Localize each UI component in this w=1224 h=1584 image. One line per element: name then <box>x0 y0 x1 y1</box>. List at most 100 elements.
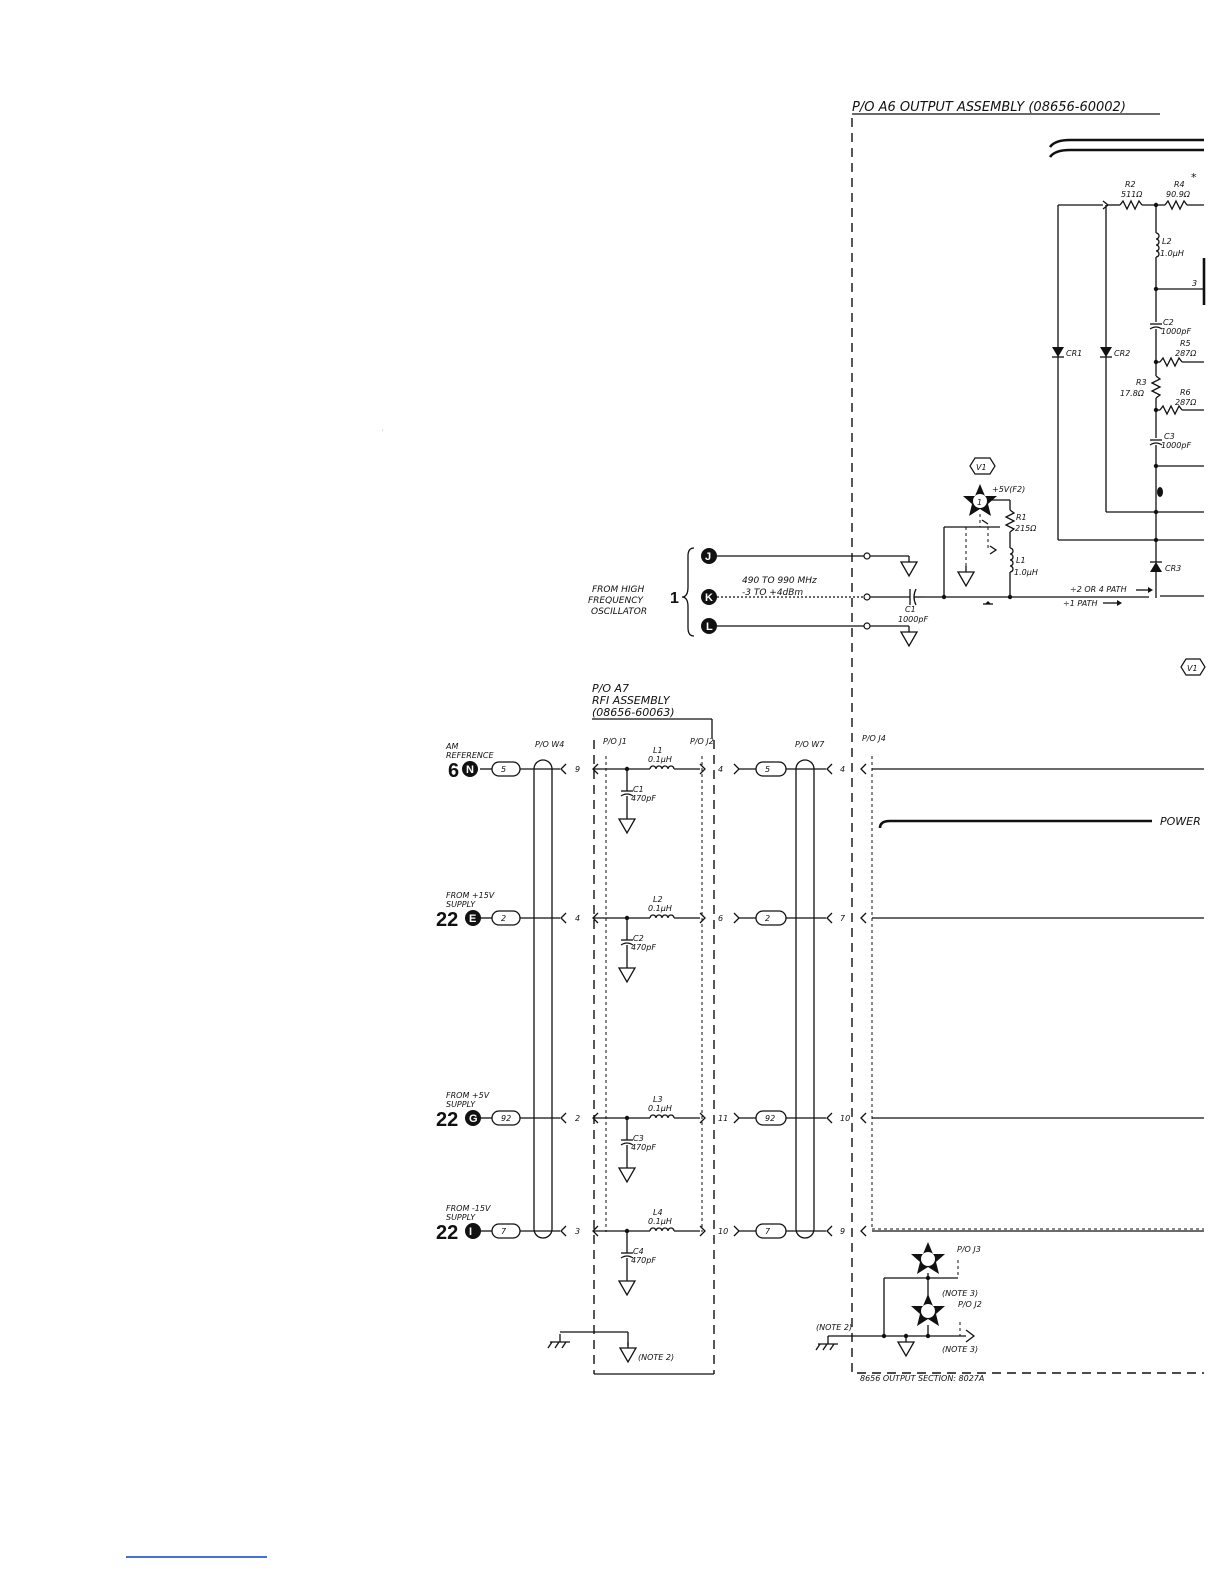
osc-node-j: J <box>705 551 711 563</box>
r2-label: R2 <box>1125 180 1136 189</box>
j4-label: P/O J4 <box>862 734 886 743</box>
row-3-capacitor-value: 470pF <box>631 1256 656 1265</box>
a7-j1-label-line: P/O J1 <box>603 737 627 746</box>
row-3-node-letter: I <box>469 1226 472 1238</box>
row-3-w4-wire: 7 <box>501 1227 507 1236</box>
r3-value: 17.8Ω <box>1120 389 1145 398</box>
row-1-capacitor-label: C2 <box>633 934 644 943</box>
row-1-w7-wire: 2 <box>765 914 770 923</box>
row-0-j1-pin: 9 <box>575 765 580 774</box>
a7-rfi-assembly: P/O A7 RFI ASSEMBLY (08656-60063) P/O J1… <box>436 682 1204 1375</box>
a7-title-line-2: RFI ASSEMBLY <box>592 694 671 707</box>
r4-mark: * <box>1191 171 1197 184</box>
a6-output-assembly: P/O A6 OUTPUT ASSEMBLY (08656-60002) R2 … <box>815 100 1206 1383</box>
row-1-node-letter: E <box>469 913 476 925</box>
osc-node-l: L <box>706 621 713 633</box>
row-3-w7-wire-tag <box>755 1223 787 1239</box>
r1-value: 215Ω <box>1015 524 1037 533</box>
bottom-link-underline[interactable] <box>126 1556 267 1558</box>
row-1-node-marker <box>465 910 481 926</box>
row-1-capacitor-value: 470pF <box>631 943 656 952</box>
tp-v1b-label: V1 <box>1187 664 1198 673</box>
row-0-w7-wire-tag <box>755 761 787 777</box>
osc-sheet-number: 1 <box>670 590 679 607</box>
r4-value: 90.9Ω <box>1166 190 1191 199</box>
row-0-capacitor-label: C1 <box>633 785 644 794</box>
row-3-source-line-2: SUPPLY <box>446 1213 476 1222</box>
pin3-label: 3 <box>1192 279 1197 288</box>
l1-label: L1 <box>1016 556 1026 565</box>
r1-label: R1 <box>1016 513 1027 522</box>
osc-label-line-2: FREQUENCY <box>588 596 644 606</box>
a7-title-line-1: P/O A7 <box>592 682 629 695</box>
supply-label: +5V(F2) <box>992 485 1025 494</box>
row-0-node-letter: N <box>466 764 474 776</box>
osc-level: -3 TO +4dBm <box>742 588 803 598</box>
row-0-w4-wire: 5 <box>501 765 506 774</box>
c3-label: C3 <box>1164 432 1175 441</box>
row-1-sheet-number: 22 <box>436 909 458 931</box>
row-3-w7-wire: 7 <box>765 1227 771 1236</box>
row-2-source-line-1: FROM +5V <box>446 1091 490 1100</box>
row-2-capacitor-value: 470pF <box>631 1143 656 1152</box>
row-1-source-line-2: SUPPLY <box>446 900 476 909</box>
note2-a6-label: (NOTE 2) <box>816 1323 852 1332</box>
osc-freq: 490 TO 990 MHz <box>742 576 817 586</box>
row-1-w7-wire-tag <box>755 910 787 926</box>
row-2-node-letter: G <box>469 1113 478 1125</box>
r3-label: R3 <box>1136 378 1147 387</box>
row-3-source-line-1: FROM -15V <box>446 1204 491 1213</box>
l2-value: 1.0µH <box>1160 249 1184 258</box>
row-0-inductor-value: 0.1µH <box>648 755 672 764</box>
row-2-inductor-value: 0.1µH <box>648 1104 672 1113</box>
footer-label: 8656 OUTPUT SECTION: 8027A <box>860 1374 984 1383</box>
row-1-j2-pin: 6 <box>718 914 723 923</box>
row-3-node-marker <box>465 1223 481 1239</box>
cr3-label: CR3 <box>1165 564 1181 573</box>
c3-value: 1000pF <box>1161 441 1191 450</box>
c1-value: 1000pF <box>898 615 928 624</box>
r6-label: R6 <box>1180 388 1191 397</box>
row-3-j1-pin: 3 <box>575 1227 580 1236</box>
path-one-label: ÷1 PATH <box>1063 599 1098 608</box>
tp-number: 1 <box>977 498 982 507</box>
r6-value: 287Ω <box>1175 398 1197 407</box>
row-2-inductor-label: L3 <box>653 1095 663 1104</box>
row-3-inductor-value: 0.1µH <box>648 1217 672 1226</box>
osc-node-k: K <box>705 592 713 604</box>
path-div-label: ÷2 OR 4 PATH <box>1070 585 1127 594</box>
row-1-j1-pin: 4 <box>575 914 580 923</box>
c2-value: 1000pF <box>1161 327 1191 336</box>
row-1-j4-pin: 7 <box>840 914 846 923</box>
r4-label: R4 <box>1174 180 1185 189</box>
l2-label: L2 <box>1162 237 1172 246</box>
c2-label: C2 <box>1163 318 1174 327</box>
row-0-j2-pin: 4 <box>718 765 723 774</box>
row-0-sheet-number: 6 <box>448 760 459 782</box>
row-2-j4-pin: 10 <box>840 1114 850 1123</box>
j2-label: P/O J2 <box>958 1300 982 1309</box>
row-2-w4-wire: 92 <box>501 1114 511 1123</box>
row-0-capacitor-value: 470pF <box>631 794 656 803</box>
row-0-inductor-label: L1 <box>653 746 663 755</box>
a6-title: P/O A6 OUTPUT ASSEMBLY (08656-60002) <box>852 100 1126 115</box>
a7-title-line-3: (08656-60063) <box>592 706 675 719</box>
osc-label-line-1: FROM HIGH <box>592 585 645 595</box>
w4-label: P/O W4 <box>535 740 564 749</box>
note2-a7-label: (NOTE 2) <box>638 1353 674 1362</box>
w7-label: P/O W7 <box>795 740 825 749</box>
row-0-w7-wire: 5 <box>765 765 770 774</box>
c1-label: C1 <box>905 605 916 614</box>
row-2-source-line-2: SUPPLY <box>446 1100 476 1109</box>
row-2-j1-pin: 2 <box>575 1114 580 1123</box>
row-3-j4-pin: 9 <box>840 1227 845 1236</box>
cr2-label: CR2 <box>1114 349 1130 358</box>
note3b-label: (NOTE 3) <box>942 1345 978 1354</box>
row-0-source-line-1: AM <box>445 742 458 751</box>
row-1-inductor-value: 0.1µH <box>648 904 672 913</box>
row-2-sheet-number: 22 <box>436 1109 458 1131</box>
row-0-node-marker <box>462 761 478 777</box>
row-3-j2-pin: 10 <box>718 1227 728 1236</box>
r5-value: 287Ω <box>1175 349 1197 358</box>
